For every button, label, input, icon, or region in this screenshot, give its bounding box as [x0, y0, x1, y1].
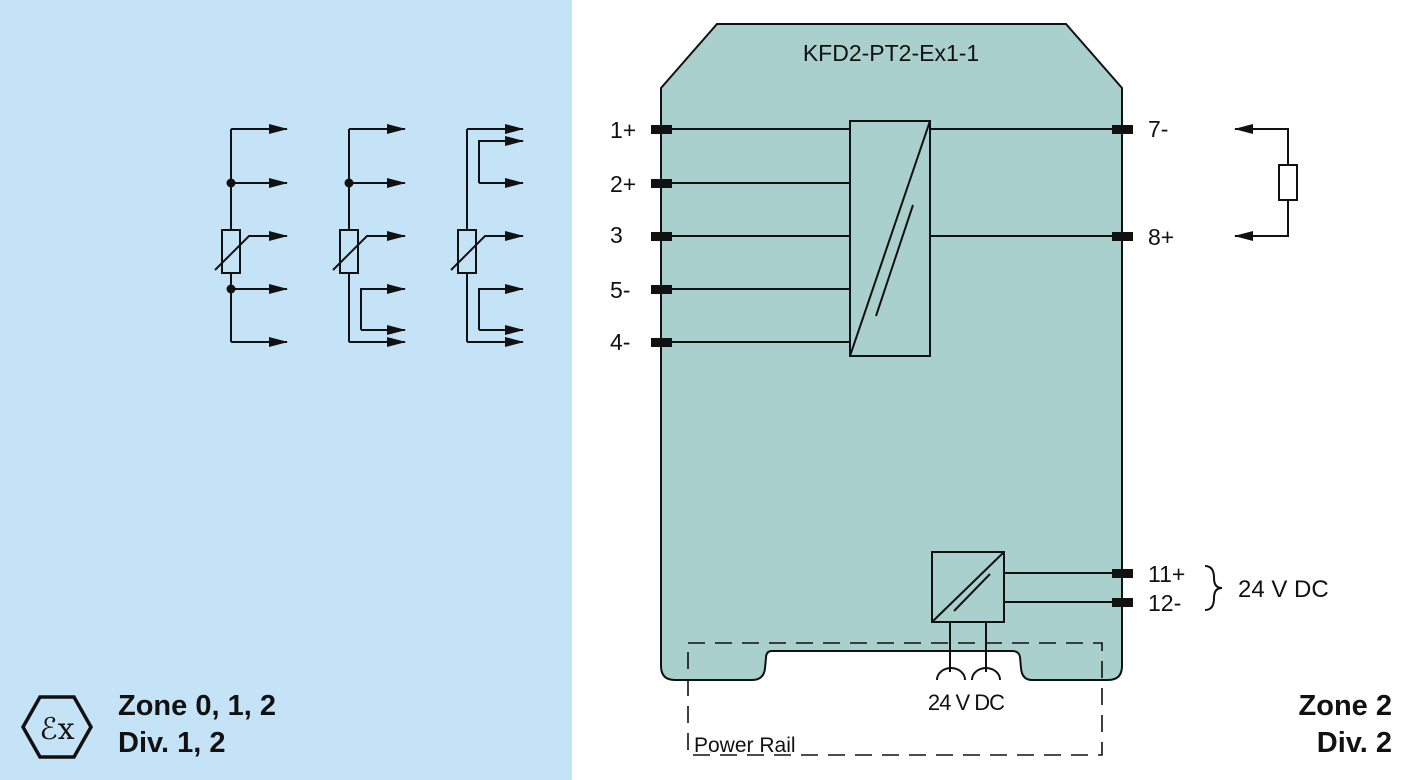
hazardous-area-panel [0, 0, 572, 780]
safe-zone-label: Zone 2 [1299, 690, 1392, 722]
supply-voltage-label: 24 V DC [1238, 576, 1329, 603]
ex-symbol-icon: ℰx [20, 695, 94, 759]
hazardous-div-label: Div. 1, 2 [118, 727, 225, 759]
rtd-resistor-icon [221, 229, 241, 274]
terminal-label: 4- [610, 329, 630, 355]
rtd-resistor-icon [339, 229, 359, 274]
isolator-block [849, 120, 931, 357]
power-rail-outline [687, 642, 1103, 756]
terminal-label: 7- [1148, 116, 1168, 142]
terminal-blocks [651, 125, 1133, 607]
sensor-3wire-diagram [332, 124, 406, 347]
sensor-4wire-diagram [450, 124, 524, 347]
power-rail-label: Power Rail [694, 734, 796, 757]
output-load-diagram [1234, 124, 1298, 241]
rtd-resistor-icon [457, 229, 477, 274]
terminal-label: 12- [1148, 590, 1181, 616]
brace-icon [1204, 565, 1223, 611]
load-resistor-icon [1278, 164, 1298, 201]
terminal-label: 8+ [1148, 224, 1174, 250]
terminal-label: 2+ [610, 171, 636, 197]
svg-text:ℰx: ℰx [39, 712, 74, 747]
terminal-label: 5- [610, 277, 630, 303]
power-converter-block [931, 551, 1005, 681]
terminal-label: 3 [610, 222, 623, 248]
terminal-label: 11+ [1148, 561, 1185, 587]
power-rail-voltage-label: 24 V DC [928, 690, 1005, 715]
safe-div-label: Div. 2 [1317, 727, 1392, 759]
terminal-label: 1+ [610, 117, 636, 143]
device-title: KFD2-PT2-Ex1-1 [803, 40, 979, 66]
sensor-2wire-diagram [214, 124, 288, 347]
hazardous-zone-label: Zone 0, 1, 2 [118, 690, 276, 722]
